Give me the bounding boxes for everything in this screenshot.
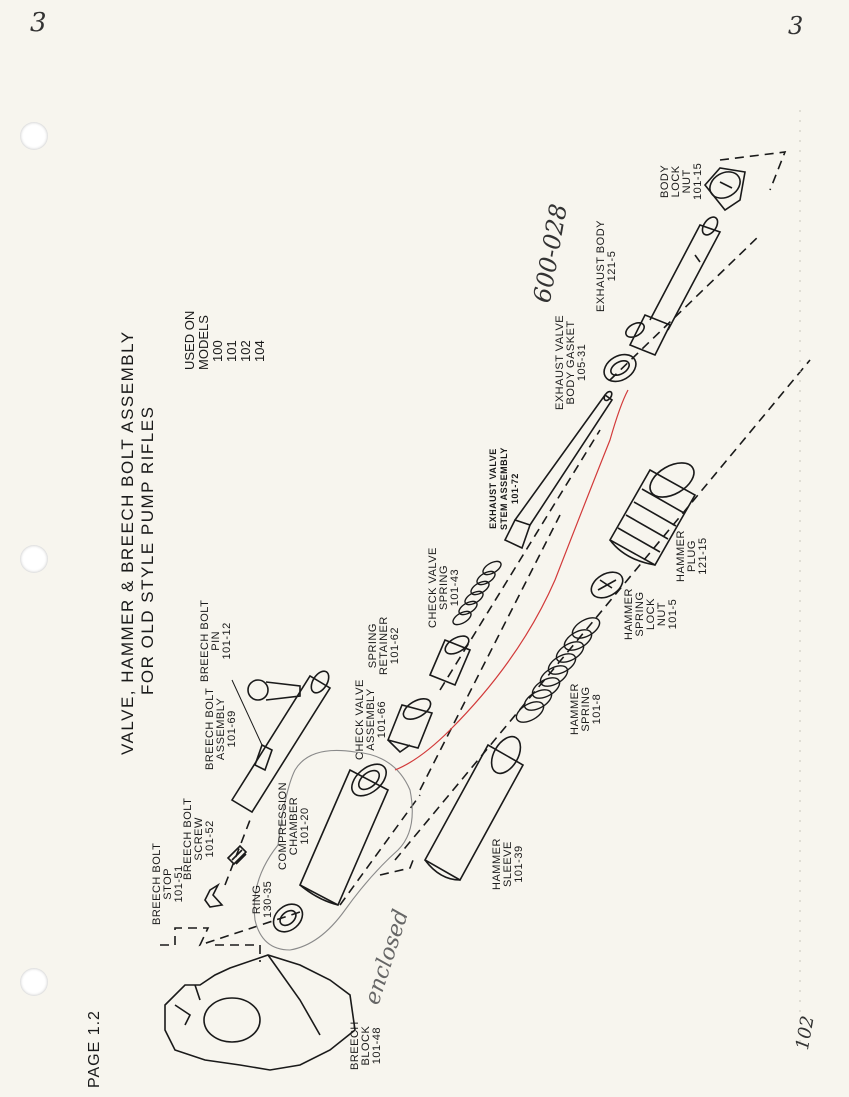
handwritten-corner-left: 3 <box>30 8 47 38</box>
hammer-spring-lock-nut <box>590 571 624 599</box>
breech-bolt-assembly <box>230 670 332 814</box>
page-label: PAGE 1.2 <box>86 1010 103 1088</box>
exhaust-valve-gasket <box>603 353 637 383</box>
pencil-enclosure <box>253 749 413 951</box>
check-valve-spring <box>452 560 502 626</box>
used-on-line-1: USED ON <box>182 310 197 370</box>
model-102: 102 <box>238 340 253 362</box>
label-check-valve-spring: CHECK VALVE SPRING 101-43 <box>427 547 461 628</box>
ring <box>272 903 304 933</box>
label-exhaust-valve-stem: EXHAUST VALVE STEM ASSEMBLY 101-72 <box>488 447 520 530</box>
label-hammer-sleeve: HAMMER SLEEVE 101-39 <box>491 838 525 890</box>
check-valve-assembly <box>386 697 434 754</box>
title-line-2: FOR OLD STYLE PUMP RIFLES <box>138 405 157 695</box>
label-breech-bolt-screw: BREECH BOLT SCREW 101-52 <box>182 797 216 880</box>
punch-hole-top <box>20 122 48 150</box>
breech-bolt-stop <box>204 882 224 908</box>
label-hammer-spring: HAMMER SPRING 101-8 <box>569 683 603 735</box>
pin-leader-line <box>231 679 263 746</box>
model-104: 104 <box>252 340 267 362</box>
page-title: VALVE, HAMMER & BREECH BOLT ASSEMBLY FOR… <box>118 330 158 755</box>
label-hammer-plug: HAMMER PLUG 121-15 <box>675 530 709 582</box>
hammer-plug <box>608 462 697 567</box>
body-lock-nut <box>703 167 746 212</box>
label-breech-bolt-stop: BREECH BOLT STOP 101-51 <box>151 842 185 925</box>
label-hammer-spring-lock-nut: HAMMER SPRING LOCK NUT 101-5 <box>623 588 679 640</box>
label-exhaust-valve-gasket: EXHAUST VALVE BODY GASKET 105-31 <box>554 314 588 410</box>
exhaust-body <box>625 216 722 357</box>
handwritten-corner-right: 3 <box>788 12 804 40</box>
model-101: 101 <box>224 340 239 362</box>
label-breech-bolt-assembly: BREECH BOLT ASSEMBLY 101-69 <box>204 687 238 770</box>
label-ring: RING 130-35 <box>251 880 274 918</box>
label-exhaust-body: EXHAUST BODY 121-5 <box>595 220 618 312</box>
label-compression-chamber: COMPRESSION CHAMBER 101-20 <box>277 781 311 870</box>
label-body-lock-nut: BODY LOCK NUT 101-15 <box>659 162 704 200</box>
model-100: 100 <box>210 340 225 362</box>
label-check-valve-assembly: CHECK VALVE ASSEMBLY 101-66 <box>354 679 388 760</box>
breech-bolt-screw <box>226 844 248 866</box>
label-breech-block: BREECH BLOCK 101-48 <box>349 1021 383 1070</box>
used-on-models: USED ON MODELS 100 101 102 104 <box>182 310 267 370</box>
breech-bolt-pin <box>247 679 301 701</box>
title-line-1: VALVE, HAMMER & BREECH BOLT ASSEMBLY <box>118 330 137 755</box>
hammer-sleeve <box>423 735 525 882</box>
spring-retainer <box>428 635 472 687</box>
punch-hole-bottom <box>20 968 48 996</box>
hammer-spring <box>515 617 601 723</box>
used-on-line-2: MODELS <box>196 315 211 370</box>
label-breech-bolt-pin: BREECH BOLT PIN 101-12 <box>199 599 233 682</box>
label-spring-retainer: SPRING RETAINER 101-62 <box>367 616 401 675</box>
breech-block <box>164 954 356 1071</box>
punch-hole-middle <box>20 545 48 573</box>
compression-chamber <box>298 763 390 907</box>
exhaust-valve-stem <box>503 390 614 550</box>
assembly-centerline <box>160 151 811 962</box>
red-pen-line <box>394 389 629 771</box>
